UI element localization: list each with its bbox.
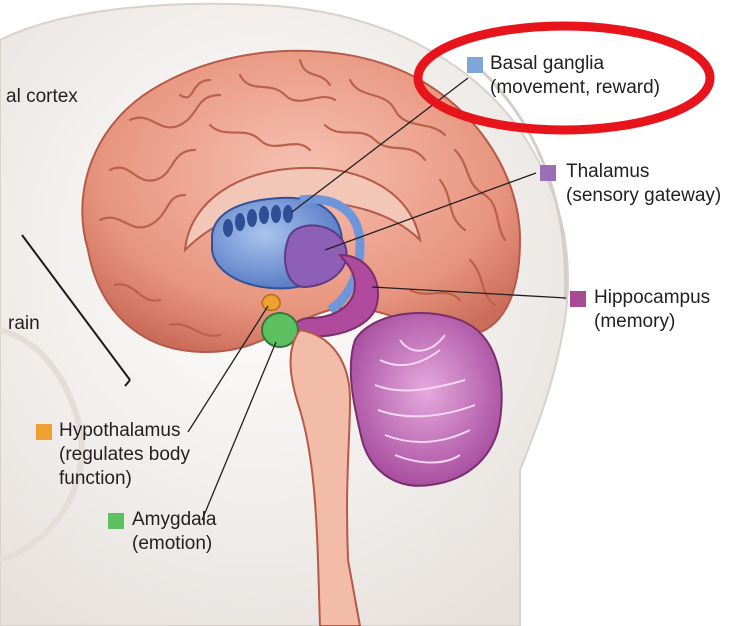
hypothalamus-shape bbox=[262, 295, 280, 311]
cerebellum bbox=[351, 313, 502, 486]
amygdala-swatch bbox=[108, 513, 124, 529]
thalamus-label: Thalamus (sensory gateway) bbox=[566, 160, 721, 208]
thalamus-swatch bbox=[540, 165, 556, 181]
basal-ganglia-swatch bbox=[467, 57, 483, 73]
hypothalamus-label: Hypothalamus (regulates body function) bbox=[59, 419, 190, 491]
amygdala-label: Amygdala (emotion) bbox=[132, 508, 217, 556]
basal-ganglia-label: Basal ganglia (movement, reward) bbox=[490, 52, 660, 100]
cerebral-cortex-partial-label: al cortex bbox=[6, 86, 78, 108]
amygdala-shape bbox=[262, 313, 298, 347]
hypothalamus-swatch bbox=[36, 424, 52, 440]
hippocampus-swatch bbox=[570, 291, 586, 307]
brain-partial-label: rain bbox=[8, 313, 40, 335]
hippocampus-label: Hippocampus (memory) bbox=[594, 286, 710, 334]
